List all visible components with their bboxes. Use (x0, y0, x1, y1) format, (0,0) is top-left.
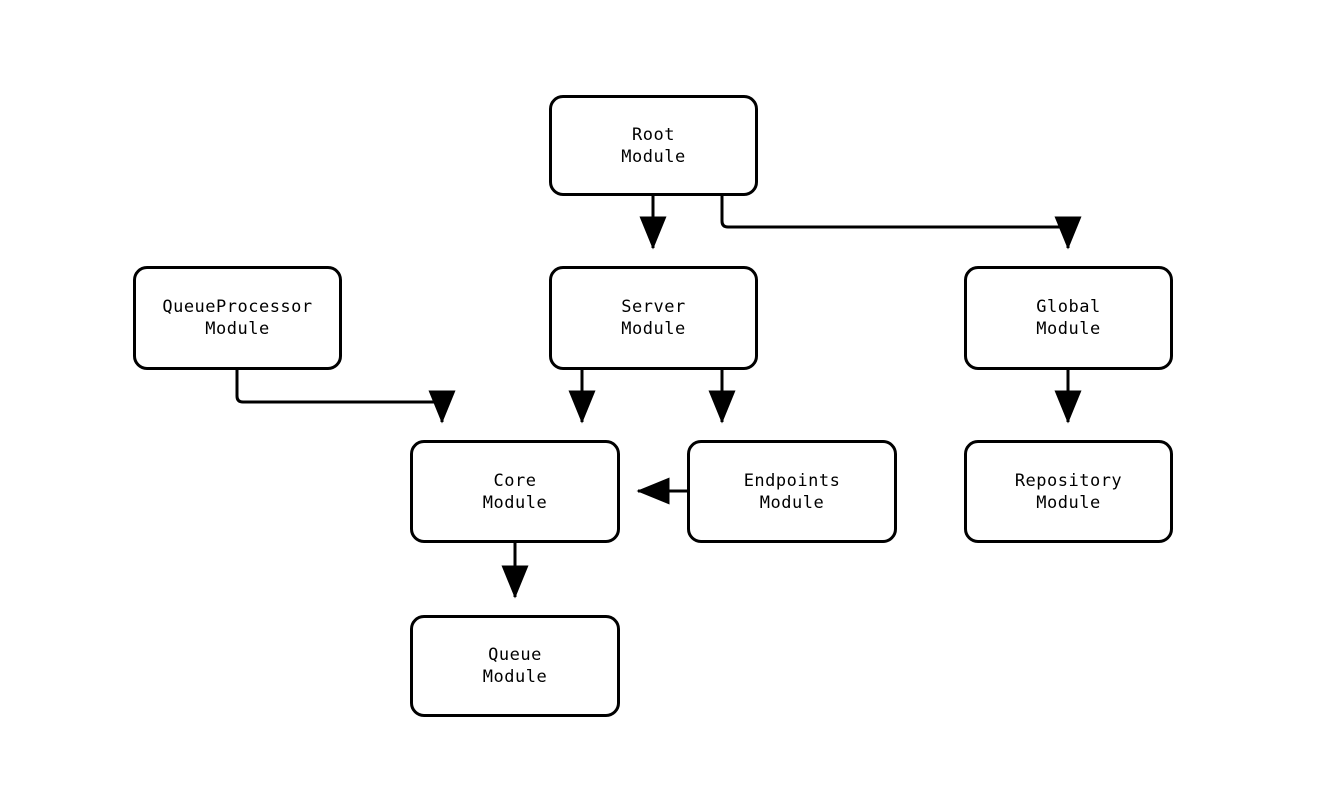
node-core-module-suffix: Module (482, 492, 548, 513)
node-root-module-suffix: Module (621, 146, 686, 167)
node-queueprocessor-module-name: QueueProcessor (162, 297, 313, 317)
node-queue-module-suffix: Module (482, 667, 548, 687)
edge-queueprocessor-to-core (235, 370, 456, 424)
node-root-module-name: Root (632, 124, 675, 145)
node-server-module-suffix: Module (621, 319, 686, 339)
node-global-module-name: Global (1036, 297, 1101, 317)
node-core-module-name: Core (493, 470, 537, 491)
node-endpoints-module-suffix: Module (759, 492, 825, 513)
node-server-module[interactable]: Server Module (549, 266, 758, 370)
edge-root-to-global (720, 196, 1082, 250)
node-repository-module-suffix: Module (1036, 492, 1101, 513)
node-global-module[interactable]: Global Module (964, 266, 1173, 370)
node-endpoints-module[interactable]: Endpoints Module (687, 440, 897, 543)
node-queueprocessor-module[interactable]: QueueProcessor Module (133, 266, 342, 370)
node-server-module-name: Server (621, 297, 686, 317)
node-global-module-suffix: Module (1036, 319, 1101, 339)
node-queue-module[interactable]: Queue Module (410, 615, 620, 717)
node-repository-module[interactable]: Repository Module (964, 440, 1173, 543)
node-root-module[interactable]: Root Module (549, 95, 758, 196)
node-queueprocessor-module-suffix: Module (205, 319, 270, 339)
node-core-module[interactable]: Core Module (410, 440, 620, 543)
node-queue-module-name: Queue (488, 645, 542, 665)
node-repository-module-name: Repository (1014, 470, 1123, 491)
node-endpoints-module-name: Endpoints (743, 470, 841, 491)
